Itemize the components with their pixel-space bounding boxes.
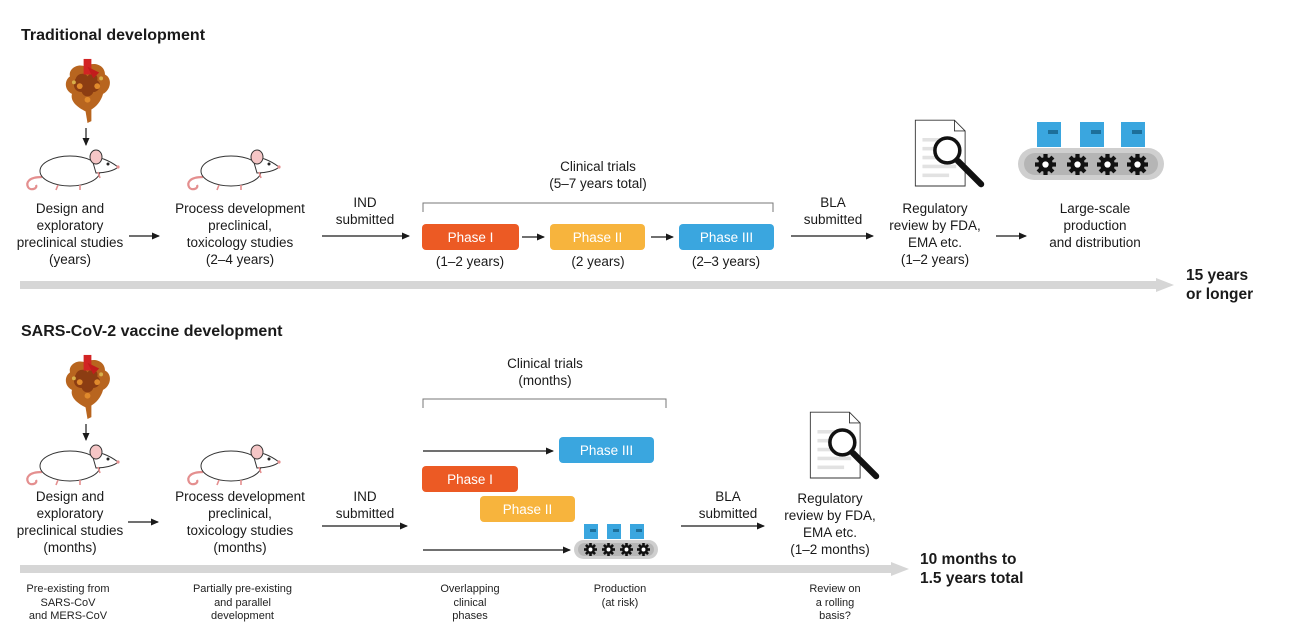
note-design: Pre-existing from SARS-CoV and MERS-CoV bbox=[26, 583, 110, 622]
step-design-traditional: Design and exploratory preclinical studi… bbox=[16, 201, 124, 267]
phase1-box-traditional: Phase I bbox=[422, 224, 519, 250]
step-ind-traditional: IND submitted bbox=[335, 195, 395, 227]
phase1-box-covid: Phase I bbox=[422, 466, 518, 492]
protein-icon-covid bbox=[65, 354, 110, 420]
note-production: Production (at risk) bbox=[593, 583, 647, 609]
phase1-duration: (1–2 years) bbox=[435, 254, 505, 269]
step-process-traditional: Process development preclinical, toxicol… bbox=[175, 201, 305, 267]
conveyor-belt-icon-traditional bbox=[1018, 122, 1164, 180]
document-magnifier-icon-traditional bbox=[915, 120, 981, 186]
step-regulatory-traditional: Regulatory review by FDA, EMA etc. (1–2 … bbox=[889, 201, 981, 267]
section-title-traditional: Traditional development bbox=[21, 27, 206, 44]
step-production-traditional: Large-scale production and distribution bbox=[1049, 201, 1141, 250]
mouse-icon-design-covid bbox=[26, 443, 121, 487]
step-bla-traditional: BLA submitted bbox=[803, 195, 863, 227]
phase2-box-covid: Phase II bbox=[480, 496, 575, 522]
phase3-box-covid: Phase III bbox=[559, 437, 654, 463]
conveyor-belt-icon-covid bbox=[574, 524, 658, 559]
note-clinical: Overlapping clinical phases bbox=[440, 583, 500, 622]
total-duration-covid: 10 months to 1.5 years total bbox=[920, 551, 1024, 587]
protein-icon-traditional bbox=[65, 58, 110, 124]
phase2-duration: (2 years) bbox=[571, 254, 625, 269]
step-process-covid: Process development preclinical, toxicol… bbox=[175, 489, 305, 555]
mouse-icon-design-traditional bbox=[26, 148, 121, 192]
phase3-duration: (2–3 years) bbox=[691, 254, 761, 269]
mouse-icon-process-covid bbox=[187, 443, 282, 487]
step-design-covid: Design and exploratory preclinical studi… bbox=[16, 489, 124, 555]
note-process: Partially pre-existing and parallel deve… bbox=[192, 583, 293, 622]
mouse-icon-process-traditional bbox=[187, 148, 282, 192]
step-bla-covid: BLA submitted bbox=[698, 489, 758, 521]
step-regulatory-covid: Regulatory review by FDA, EMA etc. (1–2 … bbox=[784, 491, 876, 557]
clinical-bracket-traditional bbox=[422, 202, 774, 212]
phase3-box-traditional: Phase III bbox=[679, 224, 774, 250]
note-review: Review on a rolling basis? bbox=[809, 583, 861, 622]
step-ind-covid: IND submitted bbox=[335, 489, 395, 521]
section-title-covid: SARS-CoV-2 vaccine development bbox=[21, 323, 283, 340]
phase2-box-traditional: Phase II bbox=[550, 224, 645, 250]
clinical-trials-label-traditional: Clinical trials (5–7 years total) bbox=[549, 159, 647, 191]
clinical-bracket-covid bbox=[422, 398, 667, 408]
clinical-trials-label-covid: Clinical trials (months) bbox=[507, 356, 583, 388]
document-magnifier-icon-covid bbox=[810, 412, 876, 478]
total-duration-traditional: 15 years or longer bbox=[1186, 267, 1254, 303]
